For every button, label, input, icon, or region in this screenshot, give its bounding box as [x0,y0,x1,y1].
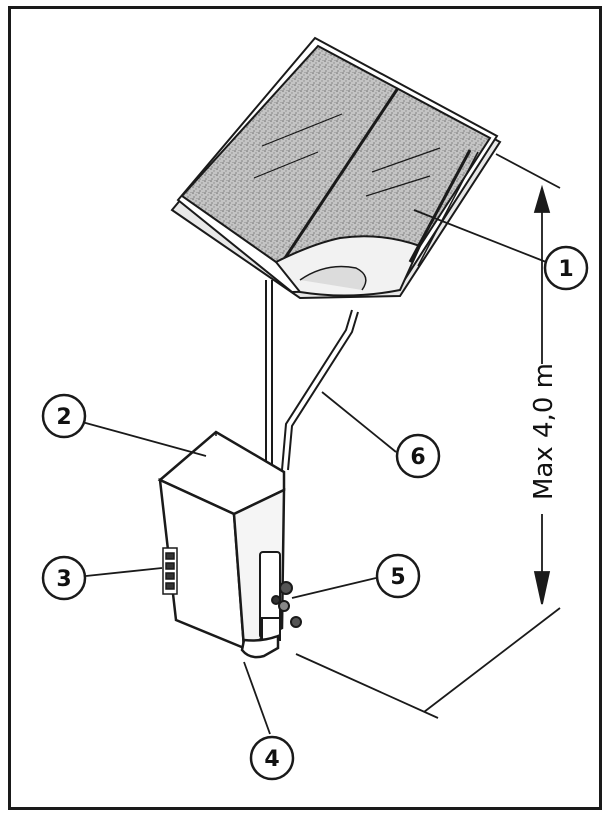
callout-6-label: 6 [410,445,425,470]
callout-4-label: 4 [264,747,279,772]
tank-base [240,634,280,659]
height-dimension [295,153,561,719]
callout-5-label: 5 [390,565,405,590]
height-dimension-label: Max 4,0 m [529,363,559,500]
callout-1: 1 [543,245,589,291]
control-panel [162,547,178,595]
callout-4: 4 [249,735,295,781]
callout-1-label: 1 [558,257,573,282]
callout-6: 6 [395,433,441,479]
leader-lines [81,209,547,735]
heat-exchanger-fittings [259,551,302,641]
callout-2-label: 2 [56,405,71,430]
callout-3-label: 3 [56,567,71,592]
solar-collector [170,36,502,300]
callout-5: 5 [375,553,421,599]
callout-3: 3 [41,555,87,601]
callout-2: 2 [41,393,87,439]
